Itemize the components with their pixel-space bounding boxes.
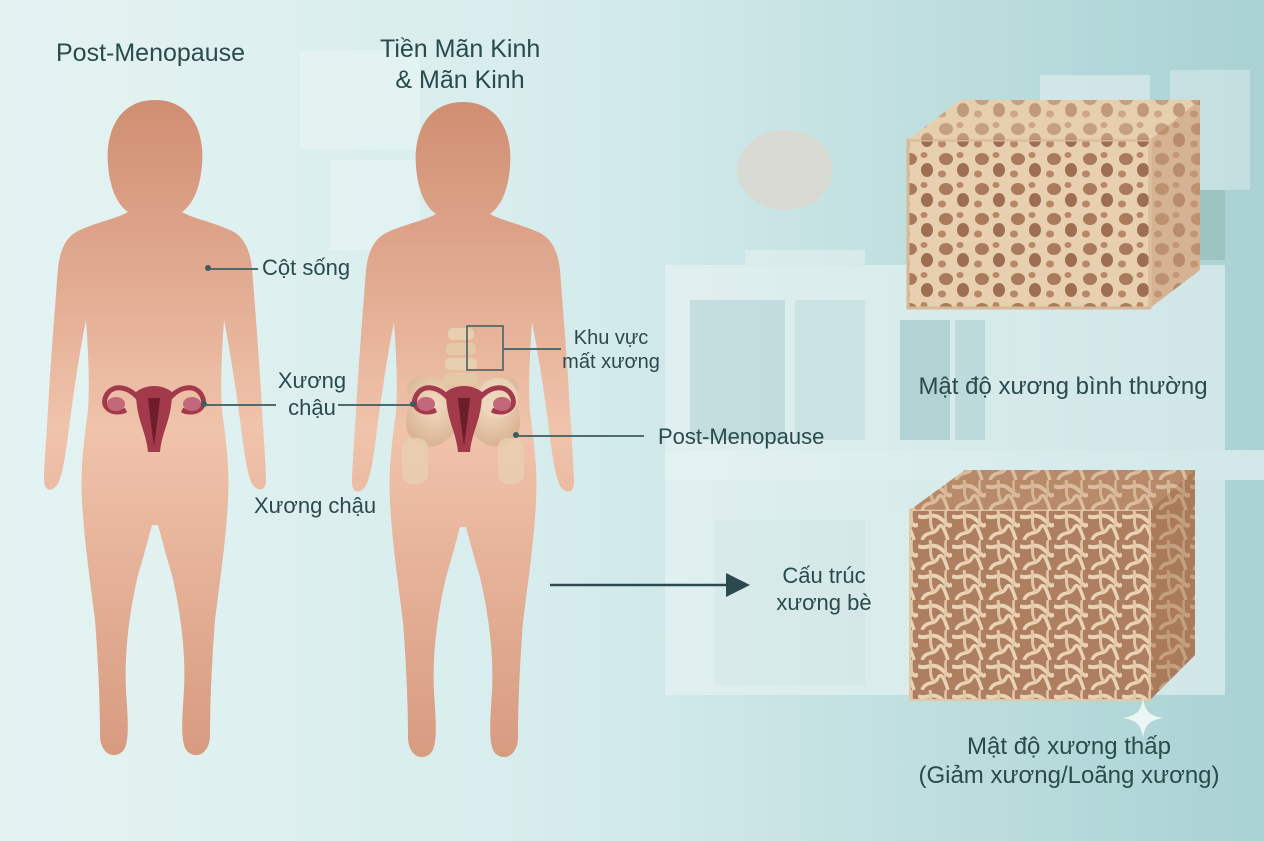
uterus-right bbox=[412, 385, 516, 452]
sparkle-icon bbox=[1122, 698, 1164, 738]
pelvis-right-leader-line bbox=[338, 404, 412, 406]
pelvis-middle-label: Xương chậu bbox=[270, 368, 354, 422]
hip-leader-line bbox=[518, 435, 644, 437]
pelvis-middle-line1: Xương bbox=[277, 368, 347, 393]
bone-loss-area-label: Khu vực mất xương bbox=[558, 326, 664, 375]
trabecular-structure-label: Cấu trúc xương bè bbox=[766, 563, 882, 617]
blurred-wall-sketches bbox=[300, 50, 420, 250]
trabecular-line1: Cấu trúc bbox=[782, 563, 866, 588]
bone-loss-area-line2: mất xương bbox=[562, 351, 660, 374]
low-density-line1: Mật độ xương thấp bbox=[967, 733, 1171, 760]
pelvis-left-dot bbox=[201, 401, 207, 407]
arrow-right-icon bbox=[550, 573, 750, 597]
right-title-line1: Tiền Mãn Kinh bbox=[380, 35, 541, 63]
pelvis-right-dot bbox=[410, 401, 416, 407]
bone-loss-leader-line bbox=[503, 348, 561, 350]
right-title-line2: & Mãn Kinh bbox=[395, 65, 525, 94]
trabecular-line2: xương bè bbox=[776, 589, 872, 615]
spine-leader-line bbox=[210, 268, 258, 270]
low-density-caption: Mật độ xương thấp (Giảm xương/Loãng xươn… bbox=[910, 732, 1228, 791]
low-density-bone-cube bbox=[909, 470, 1195, 701]
post-menopause-hip-label: Post-Menopause bbox=[658, 424, 825, 449]
spine-label: Cột sống bbox=[262, 255, 351, 280]
low-density-line2: (Giảm xương/Loãng xương) bbox=[918, 762, 1220, 790]
pelvis-left-leader-line bbox=[206, 404, 276, 406]
pelvis-middle-line2: chậu bbox=[288, 394, 336, 420]
normal-density-caption: Mật độ xương bình thường bbox=[918, 373, 1208, 400]
pelvis-bottom-label: Xương chậu bbox=[254, 493, 377, 518]
spine-vertebrae bbox=[444, 328, 478, 385]
left-figure-title: Post-Menopause bbox=[56, 39, 246, 67]
bone-loss-area-line1: Khu vực bbox=[573, 327, 649, 349]
right-figure-title: Tiền Mãn Kinh & Mãn Kinh bbox=[380, 34, 540, 95]
hip-dot bbox=[513, 432, 519, 438]
spine-dot bbox=[205, 265, 211, 271]
normal-bone-cube bbox=[906, 100, 1200, 310]
uterus-left bbox=[102, 385, 206, 452]
